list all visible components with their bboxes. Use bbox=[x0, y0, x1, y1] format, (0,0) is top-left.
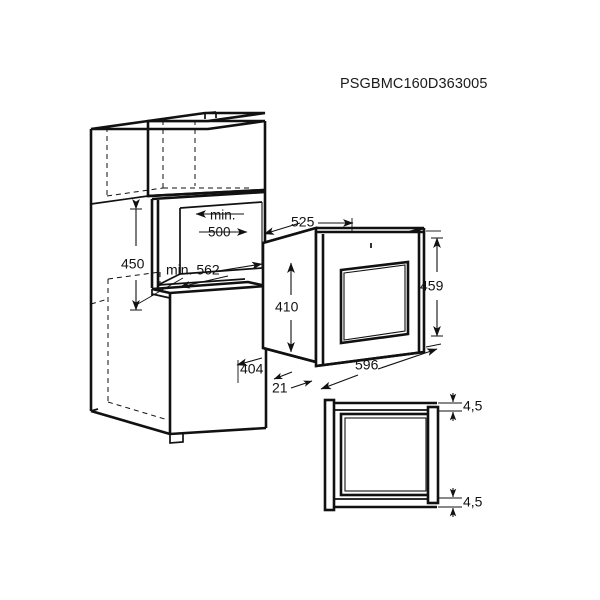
dimension-45-bottom: 4,5 bbox=[449, 488, 483, 517]
oven-front-bottom-edge bbox=[315, 350, 425, 368]
dim-459-ticks bbox=[431, 237, 443, 337]
dim-450-label: 450 bbox=[121, 256, 145, 272]
niche-bottom-left-diag bbox=[157, 273, 181, 286]
dimension-450: 450 bbox=[121, 199, 184, 311]
dimension-404: 404 bbox=[236, 357, 264, 383]
cabinet-lower-bottom-front bbox=[90, 409, 171, 436]
dim-459-ext-bottom bbox=[425, 343, 442, 348]
cabinet-hidden-edge-4 bbox=[106, 118, 164, 128]
oven-left-side-face bbox=[261, 226, 318, 364]
frame-detail-view-group: 4,5 4,5 bbox=[323, 393, 483, 517]
dim-45-bottom-label: 4,5 bbox=[463, 494, 483, 510]
dim-596-arrow-left bbox=[320, 374, 359, 390]
dim-562-arrow-left bbox=[179, 275, 229, 289]
dim-459-label: 459 bbox=[420, 278, 444, 294]
cabinet-upper-inner-front bbox=[146, 121, 266, 198]
cabinet-lower-door bbox=[89, 271, 268, 444]
cabinet-top-tab bbox=[204, 112, 217, 119]
frame-opening-inner bbox=[344, 417, 427, 492]
dim-450-leader bbox=[135, 277, 184, 306]
cabinet-top-tab-edge bbox=[204, 111, 217, 114]
cabinet-lower-hidden-5 bbox=[90, 298, 109, 305]
dim-min-500-label-line2: 500 bbox=[208, 225, 231, 240]
dim-45-top-label: 4,5 bbox=[463, 398, 483, 414]
cabinet-plinth-tab bbox=[169, 433, 184, 444]
dimension-525: 525 bbox=[263, 214, 354, 235]
cabinet-door-bottom-edge bbox=[169, 426, 267, 436]
dim-min-500-label-line1: min. bbox=[210, 208, 236, 223]
niche-top-front bbox=[151, 190, 266, 201]
dimension-21: 21 bbox=[272, 371, 313, 396]
dimension-min-562: min. 562 bbox=[166, 261, 263, 289]
dim-450-ticks bbox=[130, 208, 142, 311]
cabinet-lower-bottom-notch bbox=[90, 408, 99, 412]
drawing-code-label: PSGBMC160D363005 bbox=[340, 76, 488, 92]
dimension-596: 596 bbox=[320, 348, 438, 390]
dim-min-562-label: min. 562 bbox=[166, 262, 220, 278]
dimension-min-500: min. 500 bbox=[195, 208, 248, 240]
niche-back-top bbox=[179, 201, 263, 209]
dim-596-arrow-right bbox=[377, 348, 438, 370]
dim-410-label: 410 bbox=[275, 299, 299, 315]
dim-21-arrow-right bbox=[290, 380, 313, 389]
dim-562-arrow-right bbox=[217, 261, 263, 272]
cabinet-lower-hidden-3 bbox=[107, 401, 169, 421]
dim-596-label: 596 bbox=[355, 357, 379, 373]
dimension-45-top: 4,5 bbox=[449, 393, 483, 421]
oven-door-window-inner bbox=[343, 264, 406, 341]
dim-21-arrow-left bbox=[273, 371, 293, 380]
dim-404-arrow bbox=[236, 357, 263, 367]
cabinet-top-face-back bbox=[147, 111, 266, 123]
dim-21-label: 21 bbox=[272, 380, 288, 396]
dimension-410: 410 bbox=[275, 262, 299, 353]
frame-left-post bbox=[323, 398, 336, 512]
cabinet-hidden-edge-2 bbox=[106, 187, 164, 197]
oven-bottom-left-edge bbox=[262, 346, 317, 364]
dim-525-arrow-left bbox=[263, 222, 301, 235]
dim-404-label: 404 bbox=[240, 361, 264, 377]
frame-right-post bbox=[426, 405, 440, 505]
dim-525-label: 525 bbox=[291, 214, 315, 230]
cabinet-door-band-left bbox=[151, 293, 171, 299]
dimension-459: 459 bbox=[420, 230, 444, 348]
cabinet-view-group: min. 500 450 min. 562 bbox=[89, 111, 268, 444]
cabinet-shelf-top-edge bbox=[147, 188, 265, 198]
appliance-view-group: 525 410 459 596 bbox=[236, 214, 444, 396]
cabinet-upper-inner-left bbox=[90, 195, 149, 205]
